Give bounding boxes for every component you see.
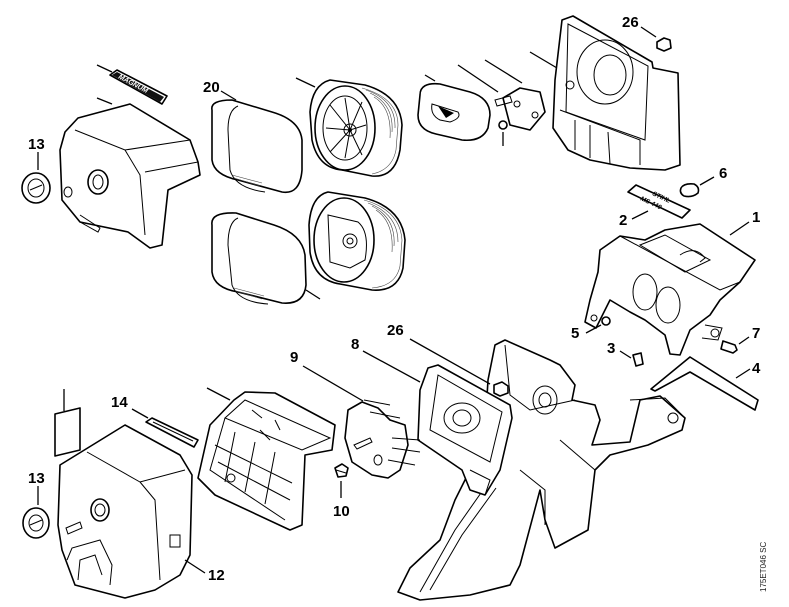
engine-housing (397, 339, 686, 601)
baffle-4: 4 (650, 356, 761, 411)
shroud-1: 1 (584, 209, 760, 356)
callout-13-bottom: 13 (28, 470, 45, 487)
callout-8: 8 (351, 336, 359, 353)
air-filter-cover-top (59, 97, 201, 249)
twist-lock-knob-top: 13 (21, 136, 51, 204)
twist-lock-knob-bottom: 13 (22, 470, 50, 539)
plug-3: 3 (607, 340, 644, 367)
callout-2: 2 (619, 212, 627, 229)
callout-13-top: 13 (28, 136, 45, 153)
callout-9: 9 (290, 349, 298, 366)
carburetor-box-top (529, 15, 681, 171)
callout-6: 6 (719, 165, 727, 182)
carburetor-box-8: 8 (351, 336, 513, 496)
callout-26-top: 26 (622, 14, 639, 31)
figure-code: 175ET046 SC (759, 542, 768, 592)
filter-bracket (457, 59, 546, 146)
label-card (54, 389, 81, 457)
callout-4: 4 (752, 360, 761, 377)
rubber-cap-6: 6 (679, 165, 727, 198)
callout-7: 7 (752, 325, 760, 342)
foam-filter (417, 74, 491, 142)
air-filter-hd-top (295, 77, 403, 177)
choke-shutter-9: 9 (290, 349, 421, 479)
callout-14: 14 (111, 394, 128, 411)
stihl-decal-2: STIHL MS 440 2 (619, 184, 691, 229)
gasket-strip-14: 14 (111, 394, 199, 448)
carburetor-box-cover-12: 12 (57, 424, 225, 599)
filter-housing-lower (197, 387, 336, 531)
callout-3: 3 (607, 340, 615, 357)
screw-7: 7 (720, 325, 760, 354)
callout-26-mid: 26 (387, 322, 404, 339)
air-filter-standard-bottom (308, 191, 406, 291)
callout-1: 1 (752, 209, 760, 226)
pre-filter-top: 20 (203, 79, 303, 194)
callout-5: 5 (571, 325, 579, 342)
callout-10: 10 (333, 503, 350, 520)
plug-26-top: 26 (622, 14, 672, 52)
plug-26-mid: 26 (387, 322, 509, 397)
magnum-decal: MAGNUM (96, 64, 168, 105)
callout-12: 12 (208, 567, 225, 584)
screw-5: 5 (571, 316, 611, 342)
pre-filter-bottom (211, 212, 321, 305)
screw-10: 10 (333, 463, 350, 520)
callout-20: 20 (203, 79, 220, 96)
